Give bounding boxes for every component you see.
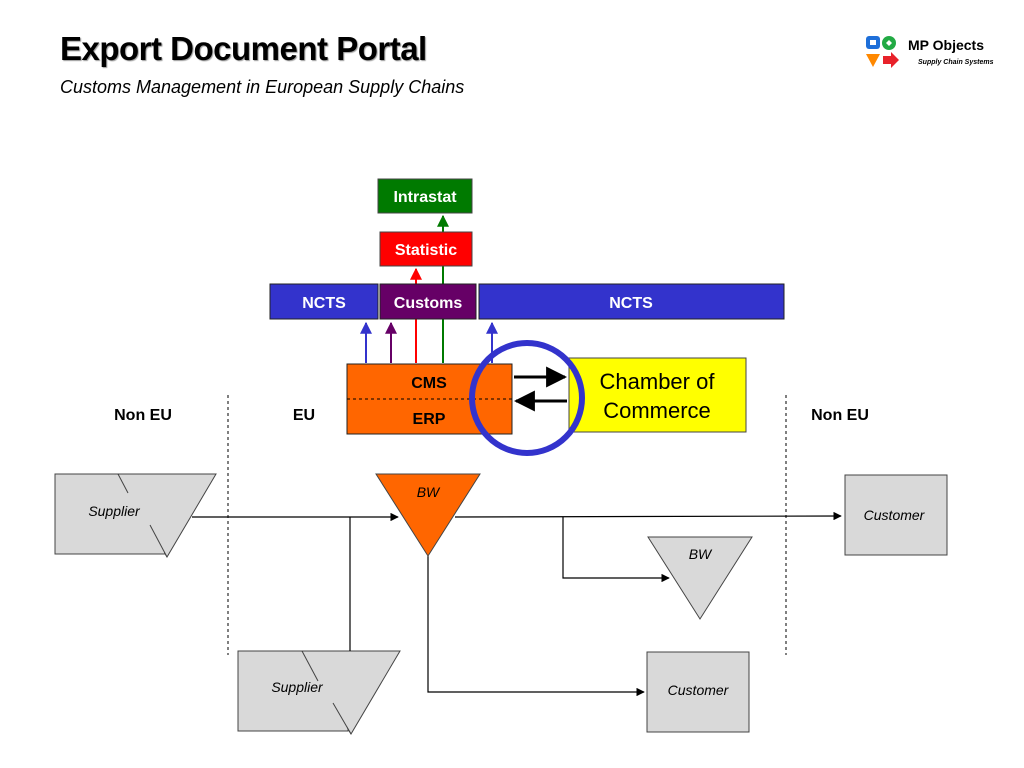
page-title: Export Document Portal	[60, 30, 427, 67]
chamber-label-line-2: Commerce	[603, 398, 711, 423]
customs-label: Customs	[394, 295, 463, 312]
ncts-left-label: NCTS	[302, 295, 346, 312]
statistic-box	[379, 231, 473, 267]
statistic-label: Statistic	[395, 242, 457, 259]
supplier-node-bottom: Supplier	[237, 650, 401, 735]
highlight-circle	[469, 340, 585, 456]
page-subtitle: Customs Management in European Supply Ch…	[60, 77, 465, 97]
customer-top-label: Customer	[864, 507, 926, 523]
zone-label-non-eu-left: Non EU	[114, 407, 172, 424]
mp-objects-logo: MP Objects Supply Chain Systems	[864, 34, 1014, 74]
logo-mark-icon	[866, 36, 899, 68]
chamber-label-line-1: Chamber of	[600, 369, 716, 394]
erp-label: ERP	[413, 411, 446, 428]
intrastat-box	[377, 178, 473, 214]
ncts-right-label: NCTS	[609, 295, 653, 312]
bw-secondary-node	[647, 536, 753, 620]
supplier-top-label: Supplier	[88, 503, 141, 519]
flow-bw-to-customer-bottom	[427, 556, 645, 697]
intrastat-label: Intrastat	[393, 189, 457, 206]
zone-label-eu: EU	[293, 407, 315, 424]
ncts-right-box	[478, 283, 785, 320]
flow-bw-to-customer-top	[454, 511, 842, 521]
supplier-node-top: Supplier	[54, 473, 217, 558]
supplier-bottom-label: Supplier	[271, 679, 324, 695]
bw-secondary-label: BW	[689, 546, 713, 562]
zone-label-non-eu-right: Non EU	[811, 407, 869, 424]
bw-main-label: BW	[417, 484, 441, 500]
chamber-of-commerce-box	[568, 357, 747, 433]
bw-main-node	[375, 473, 481, 557]
customer-bottom-label: Customer	[668, 682, 730, 698]
ncts-left-box	[269, 283, 379, 320]
customer-bottom-node	[646, 651, 750, 733]
logo-name: MP Objects	[908, 37, 984, 53]
cms-label: CMS	[411, 375, 447, 392]
flow-bw-to-bw-secondary	[562, 517, 670, 583]
customs-box	[379, 283, 477, 320]
customer-top-node	[844, 474, 948, 556]
cms-erp-box	[346, 363, 513, 435]
logo-tagline: Supply Chain Systems	[918, 59, 994, 66]
